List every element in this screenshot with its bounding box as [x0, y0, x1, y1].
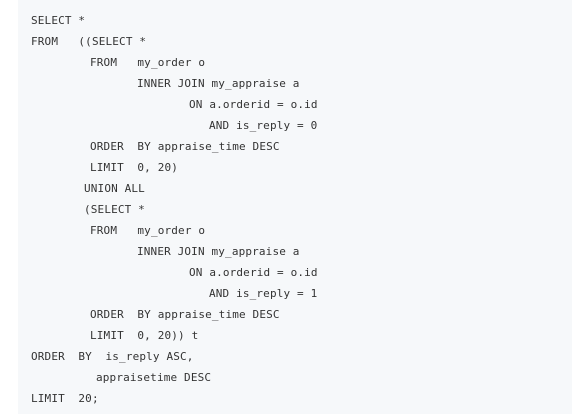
- code-line-17: ORDER BY is_reply ASC,: [18, 346, 572, 367]
- code-line-text: ON a.orderid = o.id: [189, 98, 318, 111]
- code-line-text: ON a.orderid = o.id: [189, 266, 318, 279]
- code-line-9: UNION ALL: [18, 178, 572, 199]
- code-line-14: AND is_reply = 1: [18, 283, 572, 304]
- code-line-text: INNER JOIN my_appraise a: [137, 77, 300, 90]
- code-line-3: FROM my_order o: [18, 52, 572, 73]
- sql-code-block: SELECT * FROM ((SELECT * FROM my_order o…: [18, 0, 572, 414]
- code-line-text: (SELECT *: [84, 203, 145, 216]
- code-line-text: FROM my_order o: [90, 224, 206, 237]
- code-line-text: ORDER BY appraise_time DESC: [90, 308, 280, 321]
- code-line-text: AND is_reply = 1: [209, 287, 318, 300]
- code-line-text: SELECT *: [31, 14, 86, 27]
- code-line-text: appraisetime DESC: [96, 371, 212, 384]
- code-line-text: ORDER BY is_reply ASC,: [31, 350, 194, 363]
- code-line-4: INNER JOIN my_appraise a: [18, 73, 572, 94]
- code-line-13: ON a.orderid = o.id: [18, 262, 572, 283]
- code-line-11: FROM my_order o: [18, 220, 572, 241]
- code-line-19: LIMIT 20;: [18, 388, 572, 409]
- code-line-text: ORDER BY appraise_time DESC: [90, 140, 280, 153]
- code-line-text: LIMIT 20;: [31, 392, 99, 405]
- code-line-12: INNER JOIN my_appraise a: [18, 241, 572, 262]
- code-line-18: appraisetime DESC: [18, 367, 572, 388]
- code-line-6: AND is_reply = 0: [18, 115, 572, 136]
- code-line-5: ON a.orderid = o.id: [18, 94, 572, 115]
- code-line-15: ORDER BY appraise_time DESC: [18, 304, 572, 325]
- code-line-8: LIMIT 0, 20): [18, 157, 572, 178]
- code-line-text: INNER JOIN my_appraise a: [137, 245, 300, 258]
- code-line-16: LIMIT 0, 20)) t: [18, 325, 572, 346]
- code-line-text: AND is_reply = 0: [209, 119, 318, 132]
- code-line-text: UNION ALL: [84, 182, 145, 195]
- code-line-text: LIMIT 0, 20): [90, 161, 179, 174]
- code-line-text: FROM ((SELECT *: [31, 35, 147, 48]
- code-line-7: ORDER BY appraise_time DESC: [18, 136, 572, 157]
- code-line-1: SELECT *: [18, 10, 572, 31]
- code-line-text: FROM my_order o: [90, 56, 206, 69]
- code-line-2: FROM ((SELECT *: [18, 31, 572, 52]
- code-line-10: (SELECT *: [18, 199, 572, 220]
- code-line-text: LIMIT 0, 20)) t: [90, 329, 199, 342]
